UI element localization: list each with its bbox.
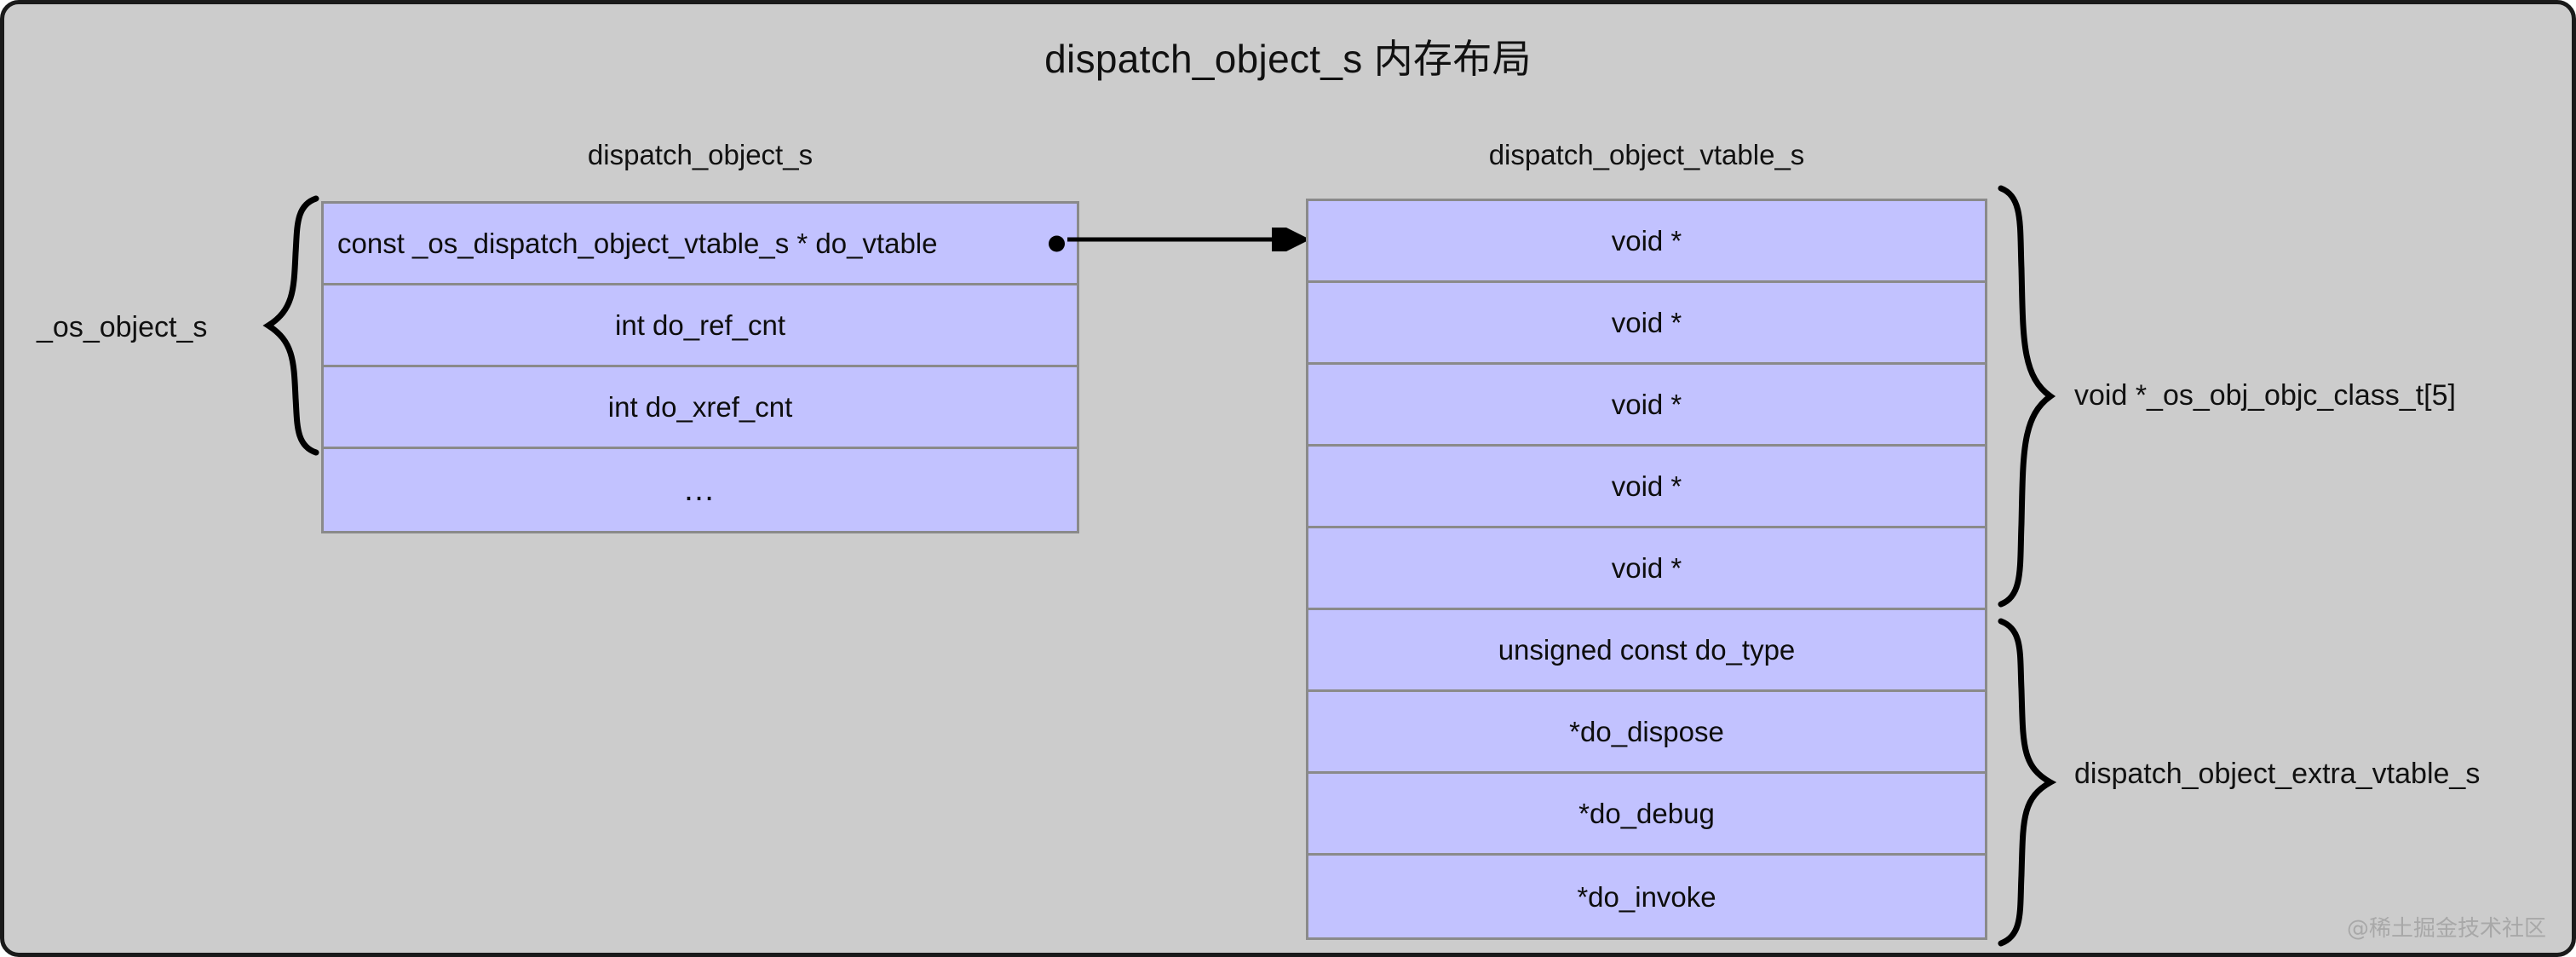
page-title: dispatch_object_s 内存布局 [1044, 37, 1532, 81]
left-struct-header: dispatch_object_s [587, 139, 814, 170]
table-row: int do_xref_cnt [324, 367, 1077, 449]
pointer-connector-arrow-icon [1067, 228, 1310, 251]
cell-label: void * [1611, 225, 1682, 257]
cell-label: … [682, 472, 718, 508]
table-row: void * [1308, 447, 1985, 528]
brace-label-objc-class: void *_os_obj_objc_class_t[5] [2074, 379, 2456, 412]
right-struct-table: void * void * void * void * void * unsig… [1306, 199, 1987, 940]
pointer-source-dot-icon [1049, 235, 1065, 251]
table-row: … [324, 449, 1077, 531]
table-row: const _os_dispatch_object_vtable_s * do_… [324, 204, 1077, 285]
left-struct-table: const _os_dispatch_object_vtable_s * do_… [321, 201, 1079, 533]
brace-objc-class-icon [1998, 185, 2056, 608]
cell-label: *do_dispose [1569, 716, 1724, 747]
cell-label: void * [1611, 552, 1682, 584]
table-row: *do_invoke [1308, 856, 1985, 937]
table-row: *do_debug [1308, 774, 1985, 856]
cell-label: int do_ref_cnt [615, 309, 785, 341]
cell-label: void * [1611, 389, 1682, 420]
cell-label: int do_xref_cnt [607, 391, 793, 423]
brace-label-extra-vtable: dispatch_object_extra_vtable_s [2074, 758, 2481, 790]
cell-label: *do_debug [1578, 798, 1715, 829]
cell-label: void * [1611, 307, 1682, 338]
table-row: void * [1308, 528, 1985, 610]
watermark: @稀土掘金技术社区 [2346, 916, 2546, 942]
cell-label: const _os_dispatch_object_vtable_s * do_… [337, 228, 938, 259]
brace-label-os-object-s: _os_object_s [37, 311, 208, 343]
table-row: unsigned const do_type [1308, 610, 1985, 692]
table-row: void * [1308, 201, 1985, 283]
table-row: void * [1308, 365, 1985, 447]
brace-os-object-s-icon [262, 195, 319, 456]
table-row: *do_dispose [1308, 692, 1985, 774]
cell-label: *do_invoke [1577, 880, 1716, 913]
table-row: void * [1308, 283, 1985, 365]
brace-extra-vtable-icon [1998, 618, 2057, 947]
cell-label: void * [1611, 470, 1682, 502]
right-struct-header: dispatch_object_vtable_s [1488, 139, 1805, 170]
table-row: int do_ref_cnt [324, 285, 1077, 367]
cell-label: unsigned const do_type [1498, 634, 1796, 666]
